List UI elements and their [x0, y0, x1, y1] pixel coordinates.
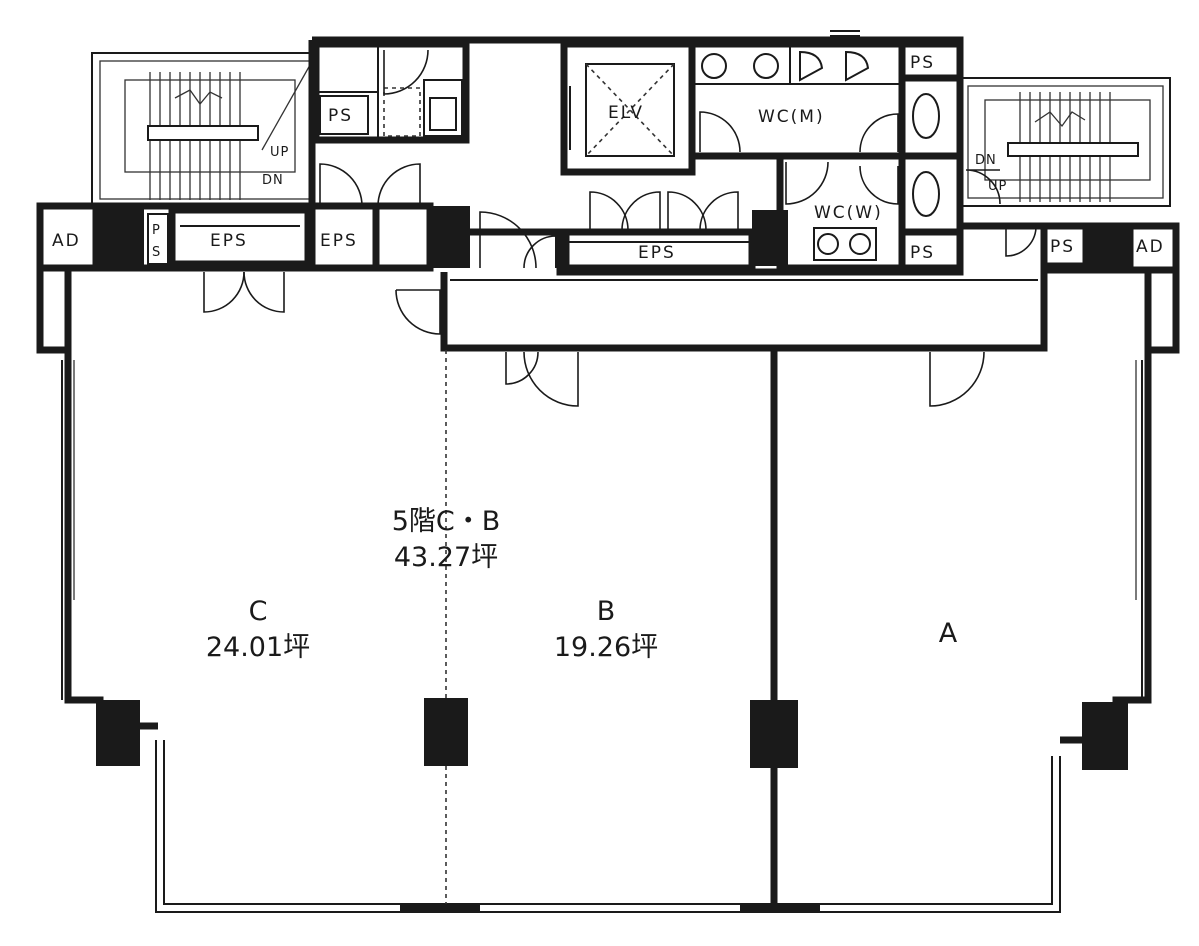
- room-b-area: 19.26坪: [554, 632, 658, 663]
- stair-right: DN UP: [959, 77, 1171, 207]
- elevator-cross-icon: [585, 63, 675, 157]
- stair-left: UP DN: [91, 52, 313, 206]
- stair-icon: [147, 64, 311, 200]
- corridor: [395, 272, 1048, 407]
- stair-left-up-label: UP: [270, 145, 289, 160]
- right-service-strip: PS AD: [960, 222, 1180, 354]
- column-icon: [96, 698, 1128, 770]
- office-floor: [61, 350, 1152, 913]
- room-b-name: B: [597, 596, 616, 627]
- combined-room-area: 43.27坪: [394, 542, 498, 573]
- ps-vertical-p-label: P: [152, 223, 161, 238]
- combined-room-title: 5階C・B: [392, 506, 501, 537]
- toilet-icon: [813, 227, 877, 261]
- elevator-label: ELV: [608, 103, 644, 123]
- eps-mid-label: EPS: [320, 231, 358, 251]
- core-block: PS ELV WC(M) PS: [308, 30, 964, 276]
- room-c-name: C: [249, 596, 268, 627]
- stair-icon: [965, 92, 1139, 205]
- ps-right-label: PS: [1050, 237, 1075, 257]
- room-c-area: 24.01坪: [206, 632, 310, 663]
- ad-left-label: AD: [52, 231, 81, 251]
- stair-left-dn-label: DN: [262, 173, 284, 188]
- ps-bottom-right-label: PS: [910, 243, 935, 263]
- eps-left-label: EPS: [210, 231, 248, 251]
- room-a-name: A: [939, 618, 958, 649]
- ps-top-left-label: PS: [328, 106, 353, 126]
- left-service-strip: AD P S EPS EPS: [36, 163, 470, 354]
- ad-right-label: AD: [1136, 237, 1165, 257]
- toilet-icon: [701, 50, 870, 82]
- eps-center-label: EPS: [638, 243, 676, 263]
- wc-m-label: WC(M): [758, 107, 825, 127]
- room-labels: 5階C・B 43.27坪 C 24.01坪 B 19.26坪 A: [206, 506, 958, 663]
- stair-right-dn-label: DN: [975, 153, 997, 168]
- ps-top-right-label: PS: [910, 53, 935, 73]
- stair-right-up-label: UP: [988, 179, 1007, 194]
- ps-vertical-s-label: S: [152, 245, 161, 260]
- wc-w-label: WC(W): [814, 203, 883, 223]
